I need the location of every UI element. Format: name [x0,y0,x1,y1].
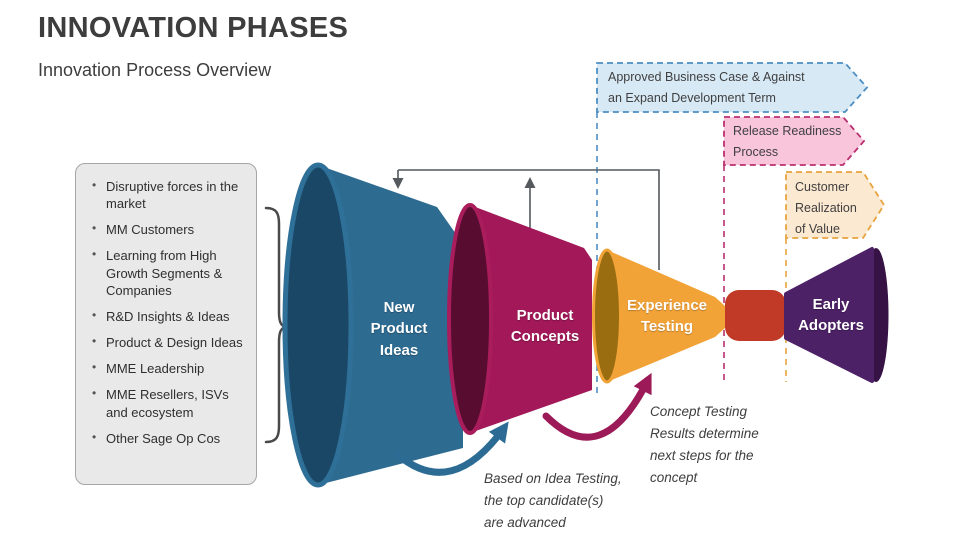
sidebar-item-mme-resellers: MME Resellers, ISVs and ecosystem [76,386,250,420]
page-title: INNOVATION PHASES [38,12,349,44]
funnel-stage-experience-testing-mouth [592,248,622,384]
funnel-connector-block [725,290,786,341]
stage-label-early-adopters: Early Adopters [798,296,864,335]
note-idea-testing: Based on Idea Testing, the top candidate… [484,471,622,530]
callout-approved-business-case-shape [596,62,869,113]
sidebar-item-product-design-ideas: Product & Design Ideas [76,334,250,351]
callout-release-readiness-shape [723,116,866,166]
sidebar-item-mm-customers: MM Customers [76,221,250,238]
sidebar-list: Disruptive forces in the market MM Custo… [76,178,250,447]
callout-approved-business-case-label: Approved Business Case & Against an Expa… [608,70,805,105]
sidebar-item-mme-leadership: MME Leadership [76,360,250,377]
stage-label-new-product-ideas: New Product Ideas [370,299,428,359]
sidebar-panel: Disruptive forces in the market MM Custo… [75,163,257,485]
feedback-connector-line [398,169,660,270]
callout-customer-realization-label: Customer Realization of Value [795,180,857,236]
callout-release-readiness-label: Release Readiness Process [733,124,842,159]
funnel-stage-new-product-ideas-body [318,165,463,485]
callout-customer-realization-shape [785,171,886,239]
sidebar-item-learning-high-growth: Learning from High Growth Segments & Com… [76,247,250,298]
sidebar-item-rd-insights: R&D Insights & Ideas [76,308,250,325]
note-concept-testing: Concept Testing Results determine next s… [650,404,759,485]
funnel-stage-experience-testing-body [607,250,725,382]
stage-label-product-concepts: Product Concepts [510,307,580,346]
arrow-idea-testing-feedback [394,421,509,476]
funnel-stage-early-adopters-body [784,247,874,383]
page-subtitle: Innovation Process Overview [38,60,272,80]
funnel-stage-product-concepts-body [470,205,592,433]
funnel-stage-new-product-ideas-mouth [282,162,354,488]
stage-label-experience-testing: Experience Testing [626,297,708,336]
arrow-concept-testing-feedback [542,372,652,441]
sidebar-item-other-sage: Other Sage Op Cos [76,430,250,447]
sidebar-item-disruptive-forces: Disruptive forces in the market [76,178,250,212]
funnel-stage-product-concepts-mouth [447,203,493,435]
